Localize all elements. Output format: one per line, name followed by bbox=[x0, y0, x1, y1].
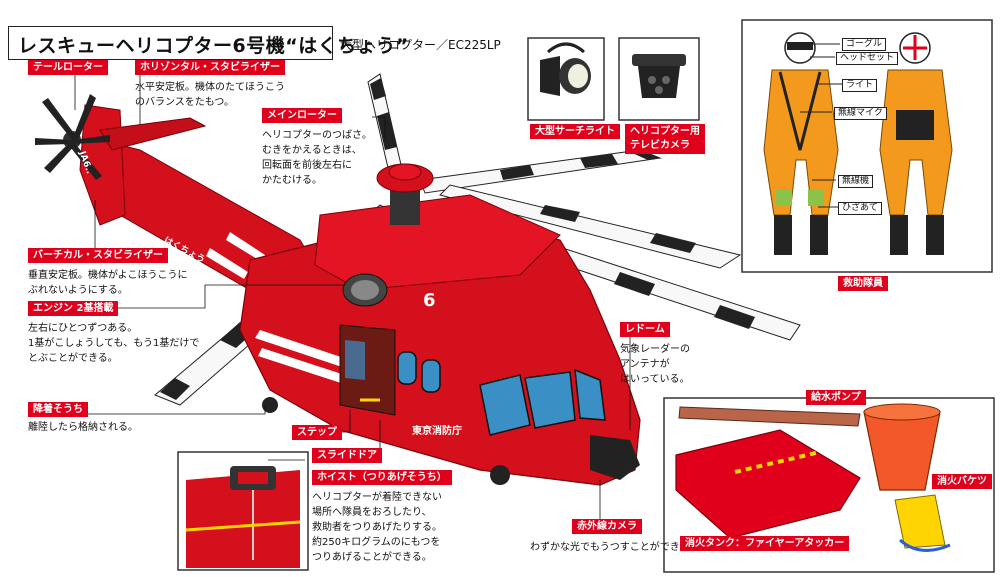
desc-hoist: ヘリコプターが着陸できない 場所へ隊員をおろしたり、 救助者をつりあげたりする。… bbox=[312, 492, 442, 563]
label-tv-camera: ヘリコプター用 テレビカメラ bbox=[625, 124, 705, 154]
leader-lines bbox=[70, 75, 631, 524]
callout-light: ライト bbox=[842, 79, 878, 92]
label-main-rotor: メインローター bbox=[262, 108, 342, 123]
label-engine: エンジン 2基搭載 bbox=[28, 301, 119, 316]
page-subtitle: 大型ヘリコプター／EC225LP bbox=[340, 38, 501, 52]
tail-section bbox=[35, 94, 331, 291]
label-fire-bucket: 消火バケツ bbox=[932, 474, 992, 489]
label-step: ステップ bbox=[292, 425, 342, 440]
callout-knee-pads: ひざあて bbox=[838, 202, 882, 215]
page-title: レスキューヘリコプター6号機“はくちょう” bbox=[18, 35, 409, 57]
label-radome: レドーム bbox=[620, 322, 670, 337]
tv-camera-illustration bbox=[618, 37, 700, 121]
label-landing-gear: 降着そうち bbox=[28, 402, 88, 417]
label-searchlight: 大型サーチライト bbox=[530, 124, 620, 139]
searchlight-illustration bbox=[527, 37, 605, 121]
desc-vertical-stabilizer: 垂直安定板。機体がよこほうこうに ぶれないようにする。 bbox=[28, 270, 188, 296]
desc-engine: 左右にひとつずつある。 1基がこしょうしても、もう1基だけで とぶことができる。 bbox=[28, 323, 200, 364]
callout-headset: ヘッドセット bbox=[836, 52, 899, 65]
fuselage bbox=[239, 163, 641, 486]
helicopter-number: 6 bbox=[423, 290, 436, 311]
equipment-box-illustrations bbox=[663, 397, 995, 573]
label-horizontal-stabilizer: ホリゾンタル・スタビライザー bbox=[135, 60, 285, 75]
door-agency-marking: 東京消防庁 bbox=[412, 426, 462, 437]
callout-radio-mic: 無線マイク bbox=[834, 107, 887, 120]
label-tail-rotor: テールローター bbox=[28, 60, 108, 75]
desc-landing-gear: 離陸したら格納される。 bbox=[28, 422, 138, 433]
hoist-inset-illustration bbox=[177, 451, 309, 571]
label-rescue-crew: 救助隊員 bbox=[838, 276, 888, 291]
label-fire-tank: 消火タンク：ファイヤーアタッカー bbox=[680, 536, 850, 551]
label-slide-door: スライドドア bbox=[312, 448, 382, 463]
desc-ir-camera: わずかな光でもうつすことができる。 bbox=[530, 542, 700, 553]
desc-horizontal-stabilizer: 水平安定板。機体のたてほうこう のバランスをたもつ。 bbox=[135, 82, 285, 108]
desc-radome: 気象レーダーの アンテナが はいっている。 bbox=[620, 344, 690, 385]
label-vertical-stabilizer: バーチカル・スタビライザー bbox=[28, 248, 168, 263]
callout-goggles: ゴーグル bbox=[842, 38, 887, 51]
title-box bbox=[8, 26, 333, 60]
label-water-pump: 給水ポンプ bbox=[806, 390, 866, 405]
desc-main-rotor: ヘリコプターのつばさ。 むきをかえるときは、 回転面を前後左右に かたむける。 bbox=[262, 130, 372, 186]
label-hoist: ホイスト（つりあげそうち） bbox=[312, 470, 452, 485]
label-ir-camera: 赤外線カメラ bbox=[572, 519, 642, 534]
callout-radio: 無線機 bbox=[838, 175, 874, 188]
